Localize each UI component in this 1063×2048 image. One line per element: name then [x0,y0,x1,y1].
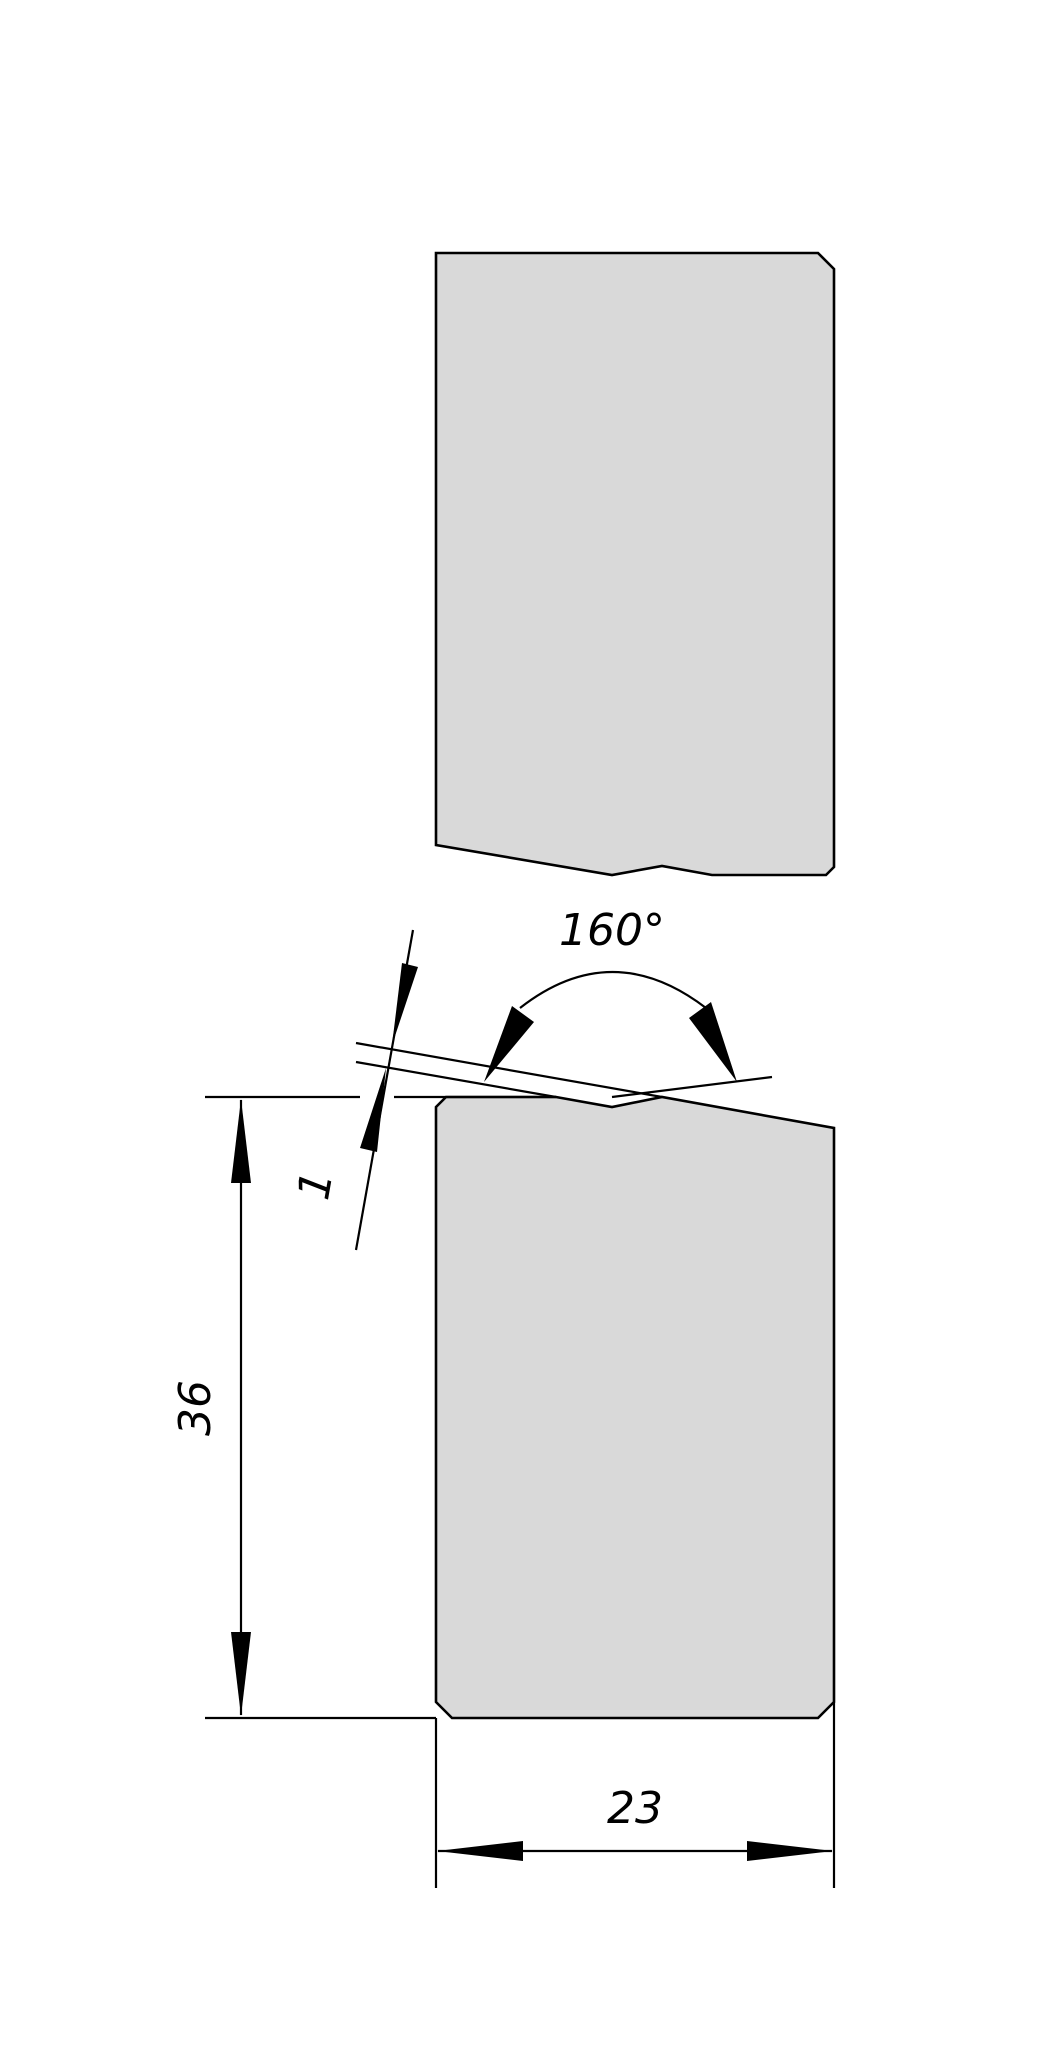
angle-dimension-label: 160° [559,905,665,956]
upper-blade [434,251,836,877]
height-dimension-label: 36 [170,1380,221,1436]
angle-extension-line-right [611,1075,773,1099]
width-arrow-right [747,1841,833,1861]
width-dimension-label: 23 [607,1783,663,1834]
angle-arc [519,971,707,1009]
height-arrow-top [231,1099,251,1183]
angle-arrow-left [484,1006,534,1082]
offset-dimension-label: 1 [288,1167,343,1203]
offset-arrow-bottom [360,1068,386,1152]
height-arrow-bottom [231,1632,251,1716]
angle-extension-line-left [355,1041,663,1099]
angle-arrow-right [689,1002,737,1082]
width-arrow-left [437,1841,523,1861]
lower-blade [434,1095,836,1720]
offset-arrow-top [392,963,418,1045]
